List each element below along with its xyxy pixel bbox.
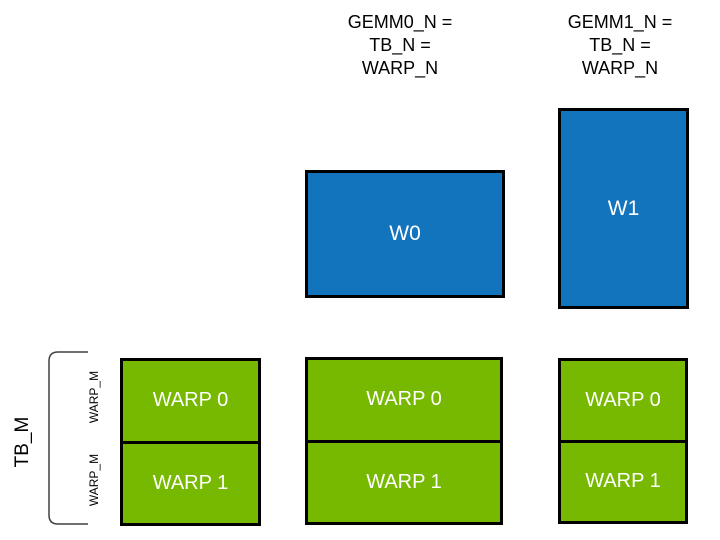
gemm1-column-header: GEMM1_N = TB_N = WARP_N	[530, 11, 710, 80]
warp-m-label-bottom: WARP_M	[87, 453, 101, 507]
gemm1-header-line-3: WARP_N	[581, 58, 659, 78]
warp-group-left: WARP 0 WARP 1	[120, 358, 261, 526]
w0-label: W0	[389, 222, 421, 245]
warp-cell: WARP 0	[308, 360, 500, 440]
gemm1-header-line-1: GEMM1_N =	[567, 12, 673, 32]
warp-group-right: WARP 0 WARP 1	[558, 358, 688, 524]
warp-cell: WARP 0	[561, 361, 685, 440]
warp-cell: WARP 1	[123, 443, 258, 523]
gemm0-header-line-1: GEMM0_N =	[347, 12, 453, 32]
tb-m-label: TB_M	[12, 416, 33, 468]
w1-box: W1	[558, 108, 689, 309]
w1-label: W1	[607, 196, 640, 220]
warp-m-label-top: WARP_M	[87, 370, 101, 424]
gemm0-header-line-2: TB_N =	[369, 35, 431, 55]
gemm1-header-line-2: TB_N =	[589, 35, 651, 55]
w0-box: W0	[305, 170, 505, 298]
tb-m-bracket	[42, 346, 92, 530]
warp-group-middle: WARP 0 WARP 1	[305, 357, 503, 525]
warp-cell: WARP 1	[308, 442, 500, 522]
gemm0-header-line-3: WARP_N	[361, 58, 439, 78]
warp-cell: WARP 0	[123, 361, 258, 441]
gemm0-column-header: GEMM0_N = TB_N = WARP_N	[300, 11, 500, 80]
warp-cell: WARP 1	[561, 442, 685, 521]
